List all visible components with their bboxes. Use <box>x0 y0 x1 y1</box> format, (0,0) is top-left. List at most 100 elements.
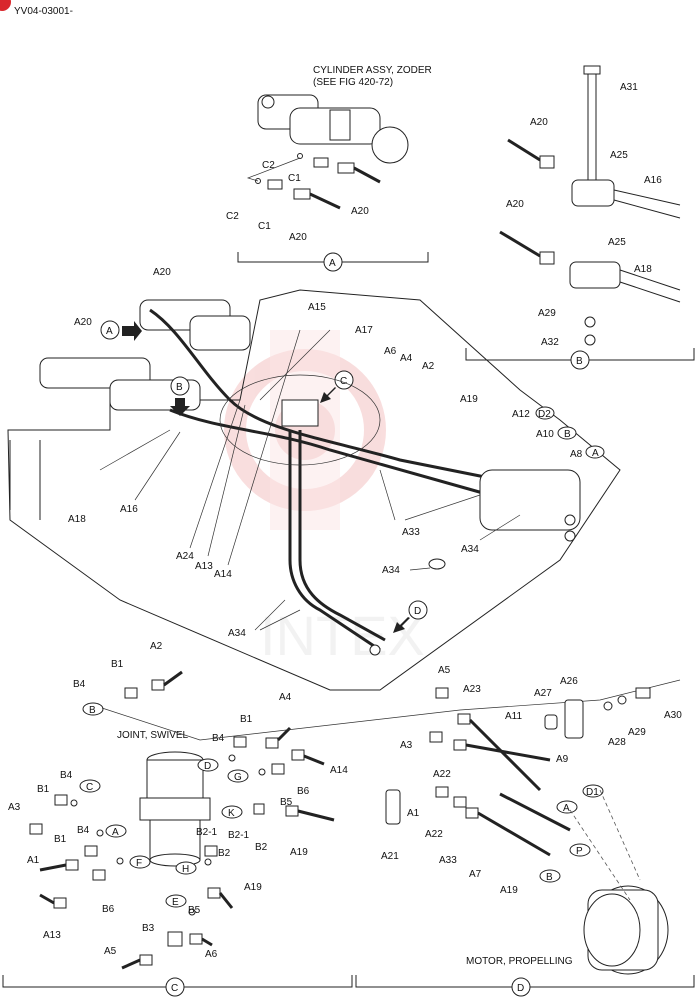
callout-label: A13 <box>43 930 61 941</box>
callout-label: A27 <box>534 688 552 699</box>
callout-label: A29 <box>538 308 556 319</box>
callout-label: A20 <box>530 117 548 128</box>
callout-label: B6 <box>102 904 115 915</box>
callout-label: A23 <box>463 684 481 695</box>
watermark: INTEX <box>224 330 425 667</box>
callout-label: A3 <box>400 740 413 751</box>
callout-label: B1 <box>111 659 124 670</box>
callout-label: A24 <box>176 551 194 562</box>
callout-label: A25 <box>610 150 628 161</box>
panel-d: MOTOR, PROPELLING A5 A23 A26 A27 A30 A28… <box>355 665 695 997</box>
callout-label: B1 <box>54 834 67 845</box>
callout-label: A22 <box>425 829 443 840</box>
callout-label: A20 <box>506 199 524 210</box>
callout-label: B2-1 <box>196 827 218 838</box>
callout-label: A1 <box>407 808 420 819</box>
callout-label: C1 <box>288 173 301 184</box>
callout-label: A32 <box>541 337 559 348</box>
callout-label: A19 <box>460 394 478 405</box>
cylinder-caption-1: CYLINDER ASSY, ZODER <box>313 65 432 76</box>
callout-label: D1 <box>586 787 599 798</box>
callout-label: B <box>546 872 553 883</box>
callout-label: A11 <box>505 711 522 722</box>
callout-label: A18 <box>68 514 86 525</box>
cylinder-caption-2: (SEE FIG 420-72) <box>313 77 393 88</box>
callout-label: A34 <box>382 565 400 576</box>
panel-c-marker <box>165 977 185 997</box>
callout-label: E <box>172 897 179 908</box>
callout-label: B4 <box>73 679 86 690</box>
callout-label: A22 <box>433 769 451 780</box>
callout-label: H <box>182 864 189 875</box>
callout-label: A <box>563 803 570 814</box>
panel-b-marker <box>570 350 590 370</box>
callout-label: A17 <box>355 325 373 336</box>
callout-label: A9 <box>556 754 569 765</box>
panel-d-marker <box>511 977 531 997</box>
callout-label: A16 <box>644 175 662 186</box>
callout-label: A21 <box>381 851 399 862</box>
callout-label: B <box>176 382 183 393</box>
callout-label: D <box>414 606 421 617</box>
motor-caption: MOTOR, PROPELLING <box>466 956 573 967</box>
callout-label: A20 <box>351 206 369 217</box>
callout-label: B4 <box>212 733 225 744</box>
callout-label: A12 <box>512 409 530 420</box>
callout-label: A <box>112 827 119 838</box>
doc-id: YV04-03001- <box>14 6 73 17</box>
callout-label: A8 <box>570 449 583 460</box>
callout-label: A3 <box>8 802 21 813</box>
callout-label: B2 <box>255 842 268 853</box>
main-assembly: A20 A20 A15 A17 A6 A4 A2 A19 A12 A10 A8 … <box>7 267 621 691</box>
panel-a-marker <box>323 252 343 272</box>
callout-label: A2 <box>150 641 163 652</box>
callout-label: A15 <box>308 302 326 313</box>
callout-label: A6 <box>205 949 218 960</box>
callout-label: K <box>228 808 235 819</box>
callout-label: A10 <box>536 429 554 440</box>
callout-label: A16 <box>120 504 138 515</box>
callout-label: A19 <box>500 885 518 896</box>
callout-label: A34 <box>461 544 479 555</box>
callout-label: A14 <box>214 569 232 580</box>
callout-label: A7 <box>469 869 482 880</box>
callout-label: A <box>106 326 113 337</box>
callout-label: B6 <box>297 786 310 797</box>
callout-label: A19 <box>290 847 308 858</box>
callout-label: A5 <box>438 665 451 676</box>
callout-label: C2 <box>226 211 239 222</box>
callout-label: A5 <box>104 946 117 957</box>
callout-label: C2 <box>262 160 275 171</box>
joint-caption: JOINT, SWIVEL <box>117 730 189 741</box>
callout-label: D2 <box>538 409 551 420</box>
callout-label: A13 <box>195 561 213 572</box>
callout-label: A14 <box>330 765 348 776</box>
callout-label: C <box>86 782 93 793</box>
callout-label: A1 <box>27 855 40 866</box>
callout-label: B4 <box>77 825 90 836</box>
callout-label: A <box>592 448 599 459</box>
callout-label: B2 <box>218 848 231 859</box>
callout-label: B <box>564 429 571 440</box>
callout-label: F <box>136 858 142 869</box>
callout-label: C <box>171 983 178 994</box>
callout-label: D <box>204 761 211 772</box>
callout-label: A <box>329 258 336 269</box>
callout-label: A33 <box>439 855 457 866</box>
corner-badge <box>0 0 11 11</box>
panel-c: JOINT, SWIVEL A2 B1 B4 <box>2 641 681 997</box>
callout-label: B1 <box>37 784 50 795</box>
callout-label: C1 <box>258 221 271 232</box>
callout-label: A26 <box>560 676 578 687</box>
callout-label: B1 <box>240 714 253 725</box>
callout-label: G <box>234 772 242 783</box>
callout-label: A4 <box>279 692 292 703</box>
callout-label: A2 <box>422 361 435 372</box>
callout-label: B5 <box>188 905 201 916</box>
callout-label: A19 <box>244 882 262 893</box>
callout-label: C <box>340 376 347 387</box>
callout-label: A18 <box>634 264 652 275</box>
callout-label: A20 <box>74 317 92 328</box>
callout-label: B4 <box>60 770 73 781</box>
